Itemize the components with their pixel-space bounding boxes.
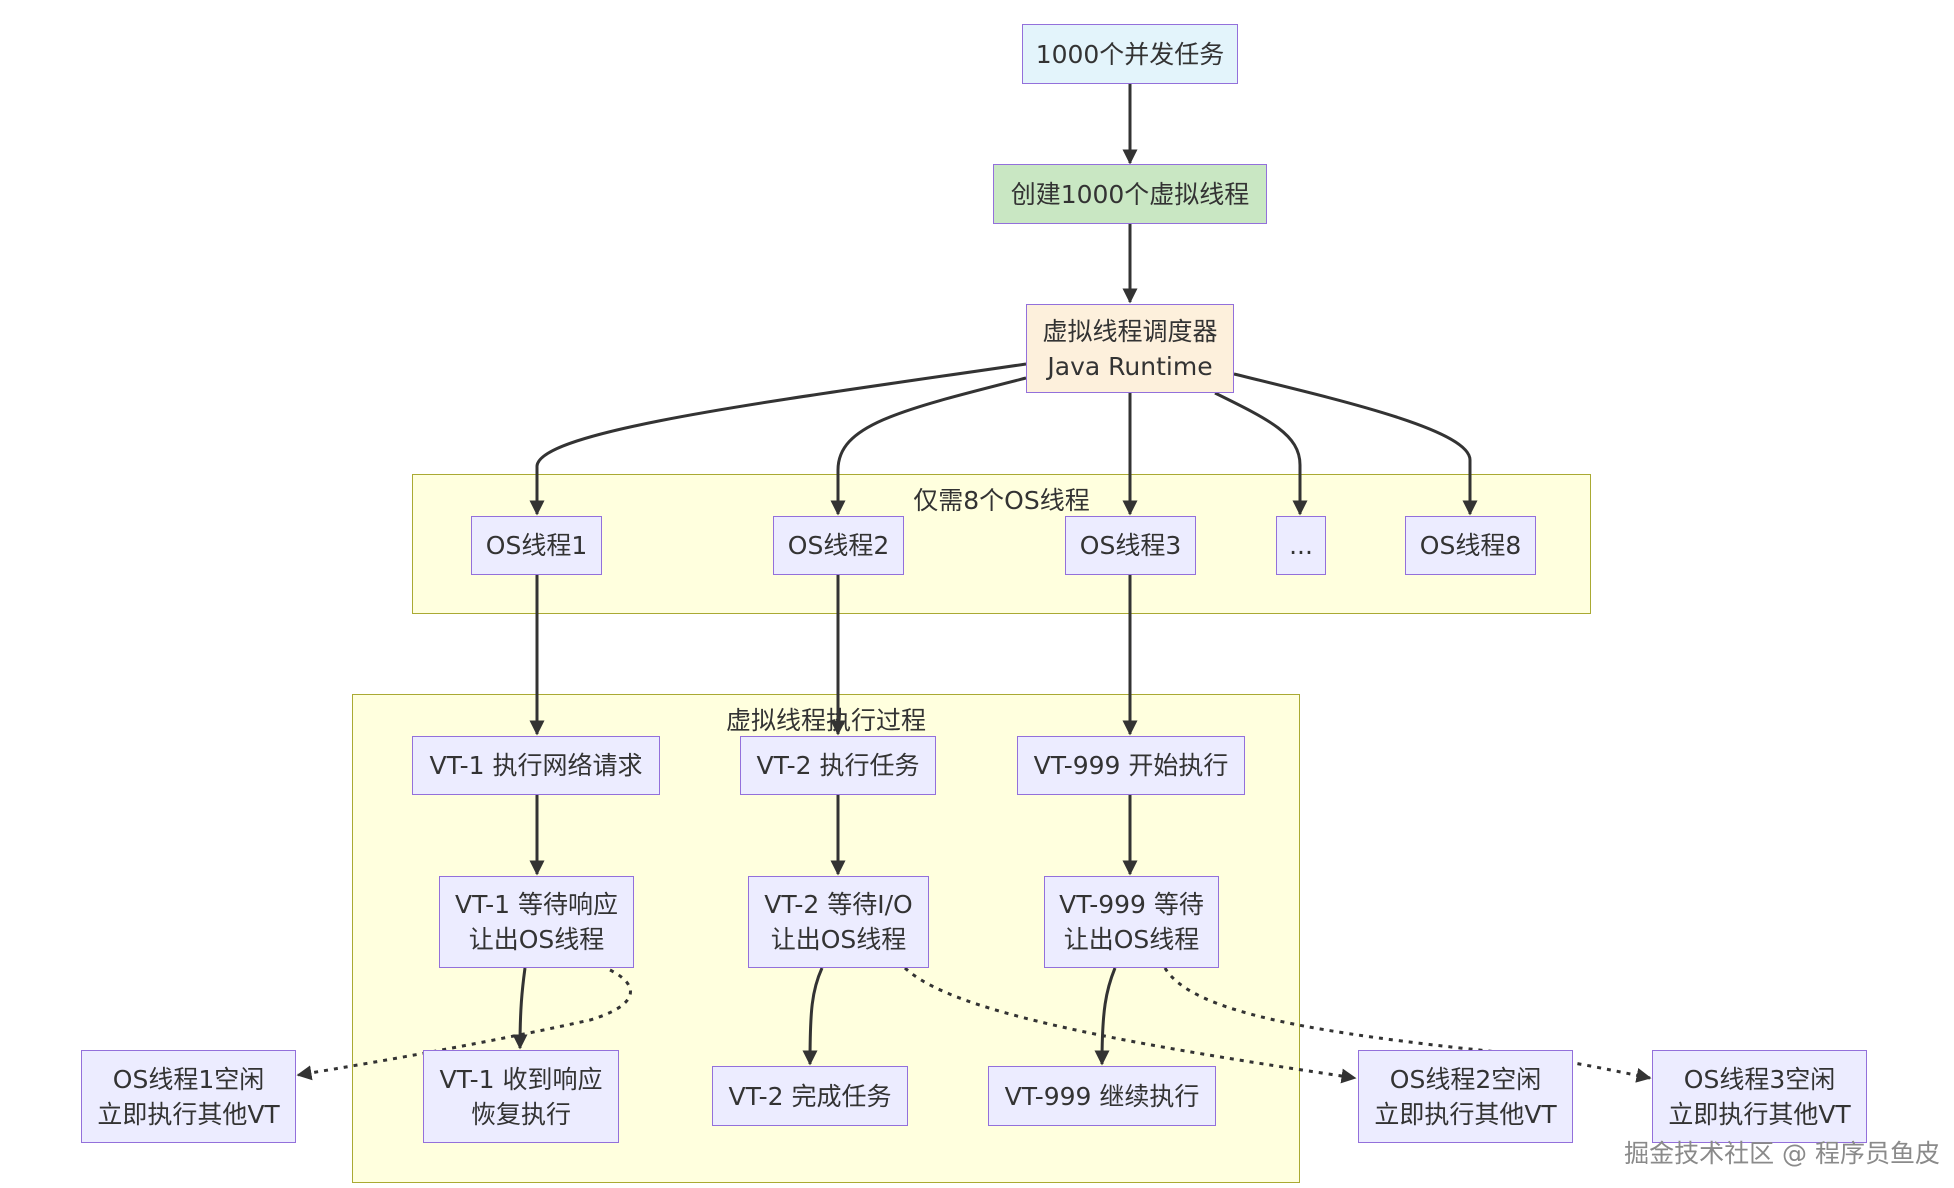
watermark-text: 掘金技术社区 @ 程序员鱼皮 bbox=[1624, 1139, 1940, 1168]
edge-scheduler-to-os2 bbox=[830, 376, 1027, 516]
os1-idle-line2: 立即执行其他VT bbox=[97, 1099, 280, 1129]
edge-vt2-wait-to-os2-idle bbox=[903, 966, 1357, 1084]
os-thread-ellipsis-label: ... bbox=[1289, 531, 1313, 560]
vt2-start-node: VT-2 执行任务 bbox=[740, 736, 936, 795]
vt1-wait-node: VT-1 等待响应 让出OS线程 bbox=[439, 876, 634, 968]
vt999-wait-line1: VT-999 等待 bbox=[1059, 890, 1204, 919]
vt1-resume-line1: VT-1 收到响应 bbox=[439, 1064, 603, 1094]
scheduler-line1: 虚拟线程调度器 bbox=[1042, 316, 1218, 346]
os1-idle-node: OS线程1空闲 立即执行其他VT bbox=[81, 1050, 296, 1143]
os1-idle-line1: OS线程1空闲 bbox=[112, 1064, 265, 1094]
start-node-label: 1000个并发任务 bbox=[1035, 39, 1225, 69]
vt999-continue-label: VT-999 继续执行 bbox=[1004, 1081, 1200, 1111]
scheduler-line2: Java Runtime bbox=[1047, 351, 1213, 381]
edge-vt2-wait-to-done bbox=[802, 967, 824, 1066]
cluster-os-threads-title: 仅需8个OS线程 bbox=[913, 486, 1090, 515]
os-thread-1-node: OS线程1 bbox=[471, 516, 602, 575]
vt2-wait-line1: VT-2 等待I/O bbox=[764, 890, 913, 919]
vt2-done-node: VT-2 完成任务 bbox=[712, 1066, 908, 1126]
vt1-start-label: VT-1 执行网络请求 bbox=[429, 751, 643, 780]
os-thread-3-label: OS线程3 bbox=[1079, 531, 1182, 560]
vt1-resume-line2: 恢复执行 bbox=[470, 1099, 571, 1129]
vt999-wait-node: VT-999 等待 让出OS线程 bbox=[1044, 876, 1219, 968]
os3-idle-line1: OS线程3空闲 bbox=[1683, 1064, 1836, 1094]
os-thread-2-node: OS线程2 bbox=[773, 516, 904, 575]
vt2-done-label: VT-2 完成任务 bbox=[728, 1081, 892, 1111]
os-thread-3-node: OS线程3 bbox=[1065, 516, 1196, 575]
cluster-os-threads: 仅需8个OS线程 bbox=[412, 474, 1591, 614]
os-thread-8-node: OS线程8 bbox=[1405, 516, 1536, 575]
vt2-wait-node: VT-2 等待I/O 让出OS线程 bbox=[748, 876, 929, 968]
os-thread-8-label: OS线程8 bbox=[1419, 531, 1522, 560]
os-thread-ellipsis-node: ... bbox=[1276, 516, 1326, 575]
os-thread-1-label: OS线程1 bbox=[485, 531, 588, 560]
edge-scheduler-to-os8 bbox=[1233, 372, 1478, 516]
os2-idle-line2: 立即执行其他VT bbox=[1374, 1099, 1557, 1129]
scheduler-node: 虚拟线程调度器 Java Runtime bbox=[1026, 304, 1234, 393]
os2-idle-node: OS线程2空闲 立即执行其他VT bbox=[1358, 1050, 1573, 1143]
vt999-wait-line2: 让出OS线程 bbox=[1063, 925, 1200, 954]
os-thread-2-label: OS线程2 bbox=[787, 531, 890, 560]
os3-idle-line2: 立即执行其他VT bbox=[1668, 1099, 1851, 1129]
vt1-resume-node: VT-1 收到响应 恢复执行 bbox=[423, 1050, 619, 1143]
os3-idle-node: OS线程3空闲 立即执行其他VT bbox=[1652, 1050, 1867, 1143]
edge-scheduler-to-ellipsis bbox=[1214, 391, 1308, 516]
edge-vt999-wait-to-continue bbox=[1094, 967, 1117, 1066]
vt1-wait-line2: 让出OS线程 bbox=[468, 925, 605, 954]
vt1-start-node: VT-1 执行网络请求 bbox=[412, 736, 660, 795]
edge-scheduler-to-os1 bbox=[529, 362, 1027, 516]
create-virtual-threads-node: 创建1000个虚拟线程 bbox=[993, 164, 1267, 224]
cluster-vt-execution-title: 虚拟线程执行过程 bbox=[725, 706, 926, 735]
edge-vt999-wait-to-os3-idle bbox=[1163, 967, 1652, 1083]
vt999-start-node: VT-999 开始执行 bbox=[1017, 736, 1245, 795]
edge-vt1-wait-to-os1-idle bbox=[296, 968, 632, 1081]
vt999-continue-node: VT-999 继续执行 bbox=[988, 1066, 1216, 1126]
create-virtual-threads-label: 创建1000个虚拟线程 bbox=[1010, 179, 1250, 209]
os2-idle-line1: OS线程2空闲 bbox=[1389, 1064, 1542, 1094]
vt2-start-label: VT-2 执行任务 bbox=[756, 751, 920, 780]
vt999-start-label: VT-999 开始执行 bbox=[1033, 751, 1229, 780]
edge-vt1-wait-to-resume bbox=[512, 967, 528, 1050]
vt2-wait-line2: 让出OS线程 bbox=[770, 925, 907, 954]
start-node: 1000个并发任务 bbox=[1022, 24, 1238, 84]
vt1-wait-line1: VT-1 等待响应 bbox=[455, 890, 618, 919]
